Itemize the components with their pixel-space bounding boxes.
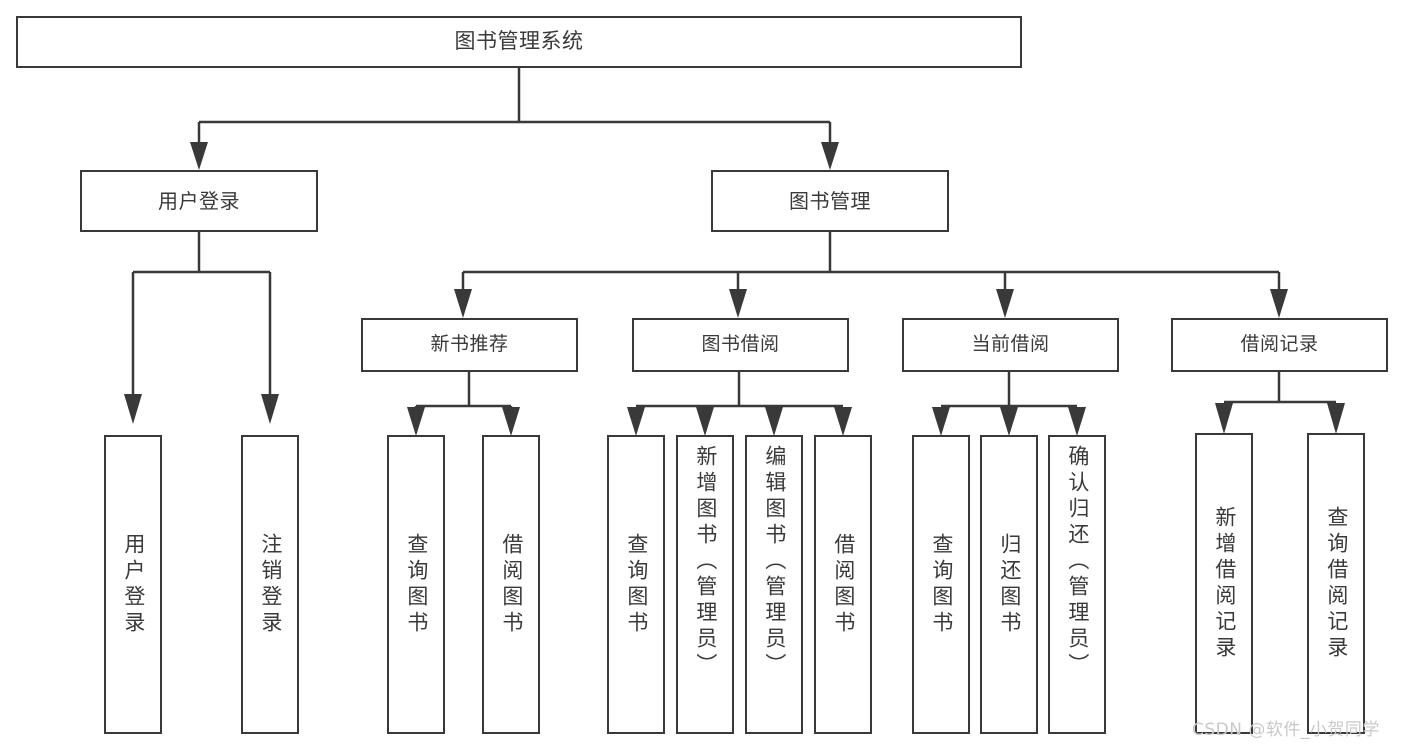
leaf-new-book-query[interactable]: 查询图书 xyxy=(387,435,445,734)
leaf-borrow-record-query[interactable]: 查询借阅记录 xyxy=(1307,433,1365,734)
node-root-label: 图书管理系统 xyxy=(454,29,584,54)
leaf-label: 确认归还（管理员） xyxy=(1065,445,1090,679)
leaf-label: 查询图书 xyxy=(929,532,954,637)
node-root[interactable]: 图书管理系统 xyxy=(16,16,1022,68)
arrowhead-leaf-cb-1 xyxy=(932,407,950,436)
arrowhead-leaf-br-1 xyxy=(1215,403,1233,434)
leaf-label: 编辑图书（管理员） xyxy=(762,445,787,679)
leaf-label: 借阅图书 xyxy=(831,532,856,637)
leaf-label: 查询图书 xyxy=(624,532,649,637)
arrowhead-leaf-br-2 xyxy=(1327,403,1345,434)
arrowhead-new-book xyxy=(454,289,472,318)
arrowhead-book-borrow xyxy=(729,289,747,318)
node-book-manage[interactable]: 图书管理 xyxy=(711,170,949,232)
arrowhead-leaf-bb-3 xyxy=(765,407,783,436)
leaf-book-borrow-query[interactable]: 查询图书 xyxy=(607,435,665,734)
leaf-user-login-login[interactable]: 用户登录 xyxy=(104,435,162,734)
arrowhead-leaf-bb-2 xyxy=(696,407,714,436)
arrowhead-current-borrow xyxy=(996,289,1014,318)
arrowhead-book-manage xyxy=(821,142,839,170)
leaf-label: 新增图书（管理员） xyxy=(693,445,718,679)
leaf-current-borrow-return[interactable]: 归还图书 xyxy=(980,435,1038,734)
node-book-borrow[interactable]: 图书借阅 xyxy=(632,318,849,372)
leaf-current-borrow-query[interactable]: 查询图书 xyxy=(912,435,970,734)
leaf-label: 查询图书 xyxy=(404,532,429,637)
leaf-book-borrow-borrow[interactable]: 借阅图书 xyxy=(814,435,872,734)
leaf-book-borrow-edit[interactable]: 编辑图书（管理员） xyxy=(745,435,803,734)
leaf-label: 归还图书 xyxy=(997,532,1022,637)
leaf-label: 注销登录 xyxy=(258,532,283,637)
node-current-borrow-label: 当前借阅 xyxy=(971,333,1050,356)
arrowhead-leaf-nb-1 xyxy=(407,407,425,436)
leaf-current-borrow-confirm[interactable]: 确认归还（管理员） xyxy=(1048,435,1106,734)
leaf-book-borrow-add[interactable]: 新增图书（管理员） xyxy=(676,435,734,734)
leaf-label: 查询借阅记录 xyxy=(1324,505,1349,662)
node-new-book-recommend[interactable]: 新书推荐 xyxy=(361,318,578,372)
arrowhead-user-login xyxy=(190,142,208,170)
arrowhead-leaf-nb-2 xyxy=(502,407,520,436)
leaf-label: 借阅图书 xyxy=(499,532,524,637)
arrowhead-leaf-cb-2 xyxy=(1000,407,1018,436)
arrowhead-leaf-cb-3 xyxy=(1068,407,1086,436)
node-user-login[interactable]: 用户登录 xyxy=(80,170,318,232)
arrowhead-borrow-record xyxy=(1270,289,1288,318)
leaf-user-login-logout[interactable]: 注销登录 xyxy=(241,435,299,734)
leaf-borrow-record-add[interactable]: 新增借阅记录 xyxy=(1195,433,1253,734)
node-new-book-recommend-label: 新书推荐 xyxy=(430,333,509,356)
arrowhead-leaf-user-login-1 xyxy=(124,394,142,424)
leaf-label: 用户登录 xyxy=(121,532,146,637)
leaf-new-book-borrow[interactable]: 借阅图书 xyxy=(482,435,540,734)
arrowhead-leaf-bb-1 xyxy=(627,407,645,436)
node-borrow-record-label: 借阅记录 xyxy=(1240,333,1319,356)
leaf-label: 新增借阅记录 xyxy=(1212,505,1237,662)
node-book-manage-label: 图书管理 xyxy=(789,188,871,213)
node-book-borrow-label: 图书借阅 xyxy=(701,333,780,356)
arrowhead-leaf-bb-4 xyxy=(834,407,852,436)
node-current-borrow[interactable]: 当前借阅 xyxy=(902,318,1119,372)
node-user-login-label: 用户登录 xyxy=(158,188,240,213)
arrowhead-leaf-user-login-2 xyxy=(261,394,279,424)
node-borrow-record[interactable]: 借阅记录 xyxy=(1171,318,1388,372)
